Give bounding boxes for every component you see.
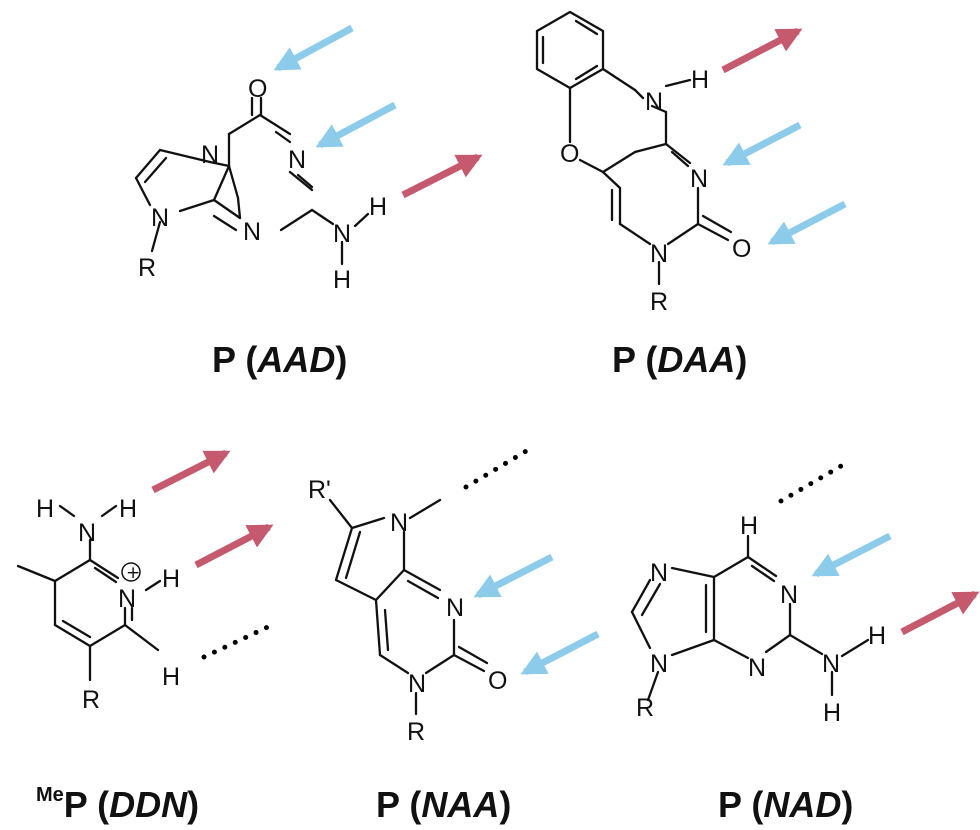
daa-acceptor-arrow-1 (722, 121, 802, 167)
aad-r-group: R (138, 254, 156, 282)
ddn-hydrogen-left: H (36, 495, 54, 523)
aad-nitrogen-amine: N (333, 220, 351, 248)
nad-hydrogen-right: H (868, 622, 886, 650)
aad-nitrogen-ring: N (201, 141, 219, 169)
daa-oxygen-carbonyl: O (732, 235, 751, 263)
daa-hydrogen-nh: H (691, 66, 709, 94)
daa-nitrogen-bottom: N (650, 240, 668, 268)
ddn-caption-prefix: Me (36, 784, 64, 806)
ddn-hydrogen-right: H (119, 495, 137, 523)
nad-nitrogen-imidazole-bottom: N (650, 650, 668, 678)
ddn-nitrogen-amine: N (78, 519, 96, 547)
daa-oxygen-ring: O (560, 140, 579, 168)
naa-r-prime: R' (308, 476, 331, 504)
daa-nitrogen-right: N (690, 165, 708, 193)
naa-nitrogen-bottom: N (408, 670, 426, 698)
daa-caption-code: DAA (657, 339, 735, 380)
ddn-hydrogen-n: H (162, 565, 180, 593)
aad-caption: P (AAD) (212, 339, 347, 380)
naa-bonds (328, 498, 489, 716)
nad-hydrogen-top: H (740, 512, 758, 540)
ddn-caption-code: DDN (109, 784, 188, 825)
ddn-hydrogen-ring: H (162, 663, 180, 691)
nad-hydrogen-down: H (823, 699, 841, 727)
aad-acceptor-arrow-1 (273, 24, 354, 72)
nad-donor-arrow (900, 590, 980, 636)
daa-r-group: R (650, 288, 668, 316)
naa-nitrogen-top: N (390, 509, 408, 537)
aad-acceptor-arrow-2 (315, 101, 397, 149)
naa-dotted-line (463, 444, 536, 490)
nad-caption-base: P ( (718, 784, 763, 825)
daa-caption-close: ) (735, 339, 747, 380)
nad-r-group: R (636, 694, 654, 722)
nad-caption-close: ) (841, 784, 853, 825)
naa-acceptor-arrow-1 (473, 553, 554, 599)
naa-caption-code: NAA (421, 784, 499, 825)
naa-r-group: R (407, 718, 425, 746)
ddn-nitrogen-plus: N (118, 585, 136, 613)
nad-nitrogen-imidazole-top: N (650, 559, 668, 587)
daa-bonds (535, 10, 733, 286)
molecule-daa: O N H N N O R P (DAA) (535, 10, 847, 380)
ddn-charge-plus: + (126, 563, 140, 583)
daa-nitrogen-nh: N (645, 88, 663, 116)
ddn-caption-close: ) (187, 784, 199, 825)
aad-hydrogen-right: H (369, 193, 387, 221)
ddn-charge-circle (121, 562, 141, 582)
nad-caption-code: NAD (763, 784, 841, 825)
aad-oxygen: O (248, 75, 267, 103)
aad-nitrogen-top: N (288, 146, 306, 174)
nad-bonds (630, 534, 870, 702)
naa-nitrogen-right: N (446, 594, 464, 622)
aad-caption-close: ) (335, 339, 347, 380)
ddn-donor-arrow-2 (194, 523, 274, 569)
ddn-donor-arrow-1 (151, 449, 231, 494)
molecule-naa: R' N N N O R P (NAA) (308, 444, 600, 825)
molecule-aad: O N N N N N H H R P (AAD) (134, 24, 483, 380)
nad-nitrogen-ring-bottom: N (748, 654, 766, 682)
daa-acceptor-arrow-2 (767, 200, 847, 246)
nad-caption: P (NAD) (718, 784, 853, 825)
aad-bonds (134, 96, 370, 266)
nad-dotted-line (778, 459, 851, 504)
aad-donor-arrow (401, 153, 483, 199)
daa-caption-base: P ( (612, 339, 657, 380)
molecule-ddn: H N H N + H H R MeP (DDN) (16, 449, 274, 825)
ddn-caption-base: P ( (64, 784, 109, 825)
ddn-bonds (16, 504, 162, 682)
aad-hydrogen-down: H (333, 266, 351, 294)
ddn-caption: MeP (DDN) (36, 784, 199, 825)
ddn-r-group: R (82, 686, 100, 714)
nad-nitrogen-ring-top: N (780, 581, 798, 609)
molecule-nad: H N N N N N H H R P (NAD) (630, 459, 980, 825)
naa-caption: P (NAA) (376, 784, 511, 825)
ddn-dotted-line (201, 623, 273, 660)
daa-donor-arrow (721, 27, 803, 74)
nad-nitrogen-amine: N (822, 650, 840, 678)
nad-acceptor-arrow (811, 532, 892, 578)
aad-nitrogen-bottom: N (243, 218, 261, 246)
aad-caption-base: P ( (212, 339, 257, 380)
aad-nitrogen-pyrrole: N (151, 204, 169, 232)
daa-caption: P (DAA) (612, 339, 747, 380)
naa-caption-close: ) (499, 784, 511, 825)
naa-caption-base: P ( (376, 784, 421, 825)
naa-oxygen: O (488, 667, 507, 695)
naa-acceptor-arrow-2 (520, 630, 600, 676)
aad-caption-code: AAD (256, 339, 335, 380)
